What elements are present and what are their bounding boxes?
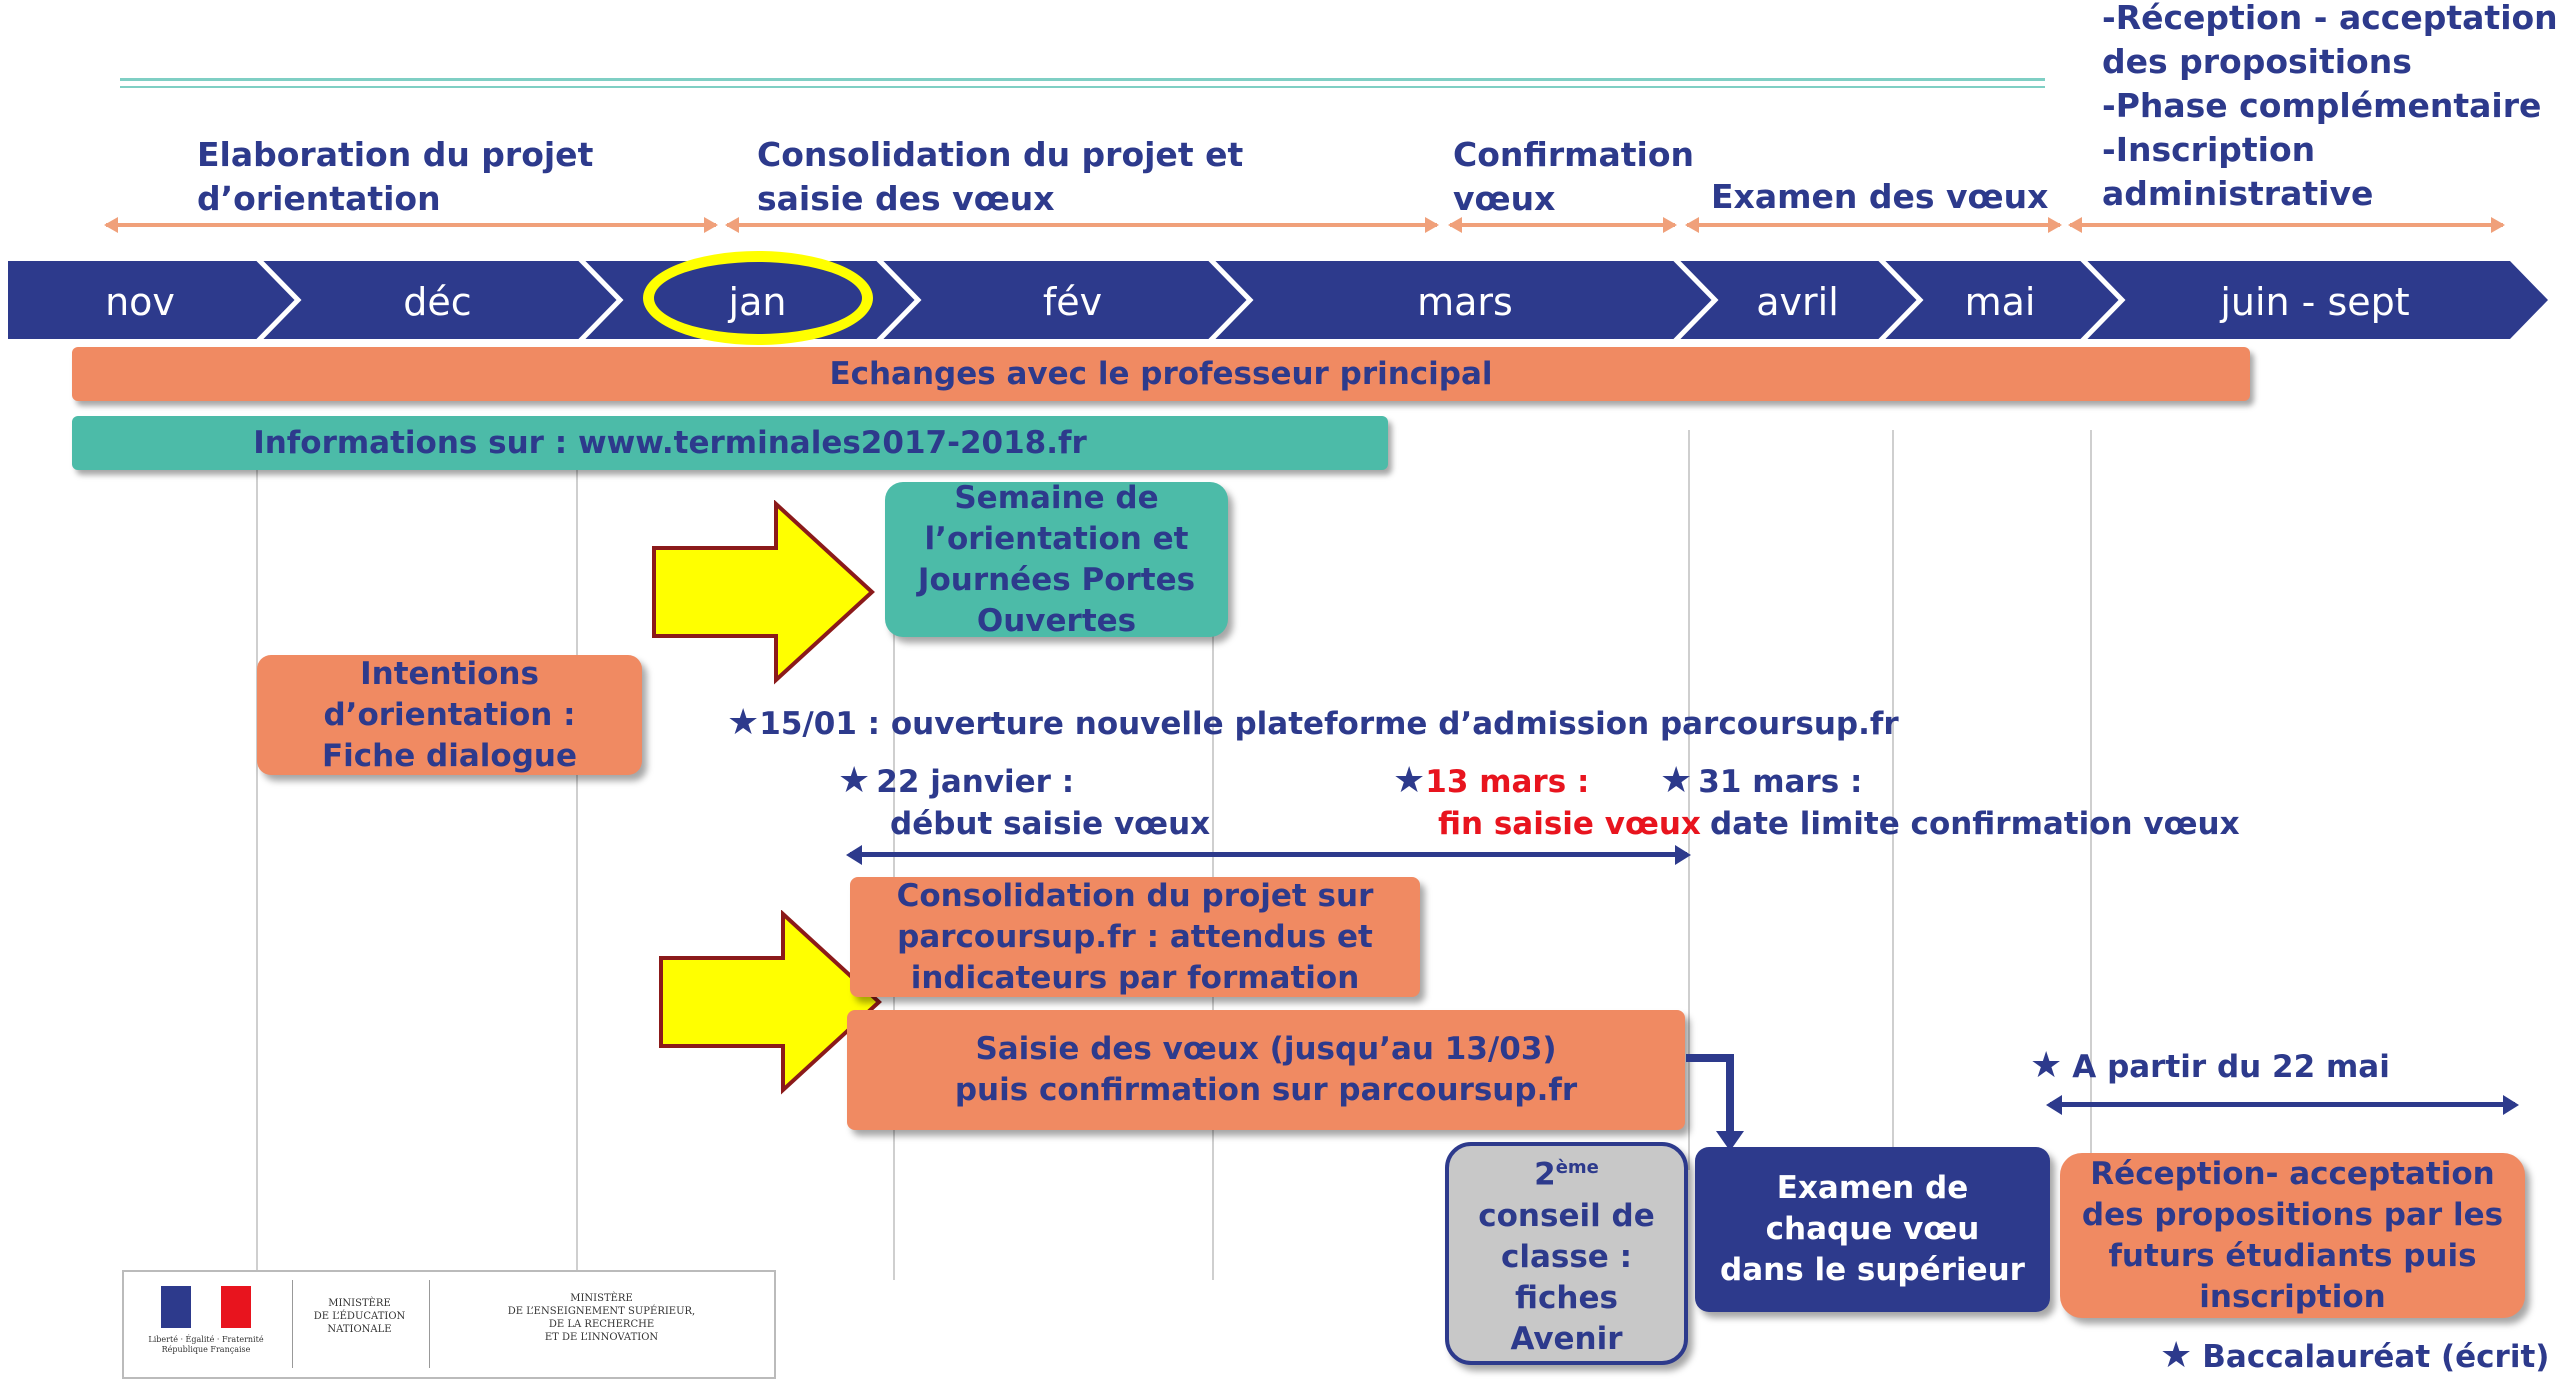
range-reception bbox=[2068, 217, 2505, 233]
guide-line bbox=[1688, 430, 1690, 1170]
timeline-background bbox=[8, 261, 2548, 339]
month-mai: mai bbox=[1964, 280, 2036, 324]
month-fev: fév bbox=[1042, 280, 1103, 324]
bar-echanges: Echanges avec le professeur principal bbox=[72, 347, 2250, 401]
star-icon: ★ bbox=[727, 702, 760, 743]
star-icon: ★ bbox=[838, 760, 871, 801]
yellow-arrow-icon bbox=[659, 910, 882, 1095]
annotation-31-mars: ★31 mars : date limite confirmation vœux bbox=[1660, 760, 2240, 842]
month-juin-sept: juin - sept bbox=[2220, 280, 2410, 324]
phase-examen: Examen des vœux bbox=[1711, 177, 2049, 216]
annotation-ouverture: ★15/01 : ouverture nouvelle plateforme d… bbox=[727, 702, 1899, 743]
range-confirmation bbox=[1448, 217, 1677, 233]
chevron-separator bbox=[1878, 257, 1924, 343]
annotation-22-mai: ★A partir du 22 mai bbox=[2030, 1045, 2390, 1086]
highlight-circle bbox=[643, 251, 873, 345]
chevron-separator bbox=[256, 257, 302, 343]
bar-informations: Informations sur : www.terminales2017-20… bbox=[72, 416, 1388, 470]
chevron-separator bbox=[2080, 257, 2126, 343]
yellow-arrow-icon bbox=[652, 500, 875, 685]
month-dec: déc bbox=[403, 280, 472, 324]
month-avril: avril bbox=[1756, 280, 1839, 324]
range-mai bbox=[2046, 1095, 2519, 1115]
flag-icon bbox=[161, 1286, 251, 1328]
top-line-2 bbox=[120, 86, 2045, 88]
range-examen bbox=[1685, 217, 2062, 233]
top-line bbox=[120, 78, 2045, 81]
annotation-22-janvier: ★22 janvier : début saisie vœux bbox=[838, 760, 1211, 842]
guide-line bbox=[1892, 430, 1894, 1170]
month-nov: nov bbox=[105, 280, 175, 324]
guide-line bbox=[2090, 430, 2092, 1170]
star-icon: ★ bbox=[1393, 760, 1426, 801]
star-icon: ★ bbox=[1660, 760, 1693, 801]
annotation-baccalaureat: ★Baccalauréat (écrit) bbox=[2160, 1335, 2550, 1376]
month-mars: mars bbox=[1417, 280, 1513, 324]
connector-arrow bbox=[1686, 1054, 1744, 1151]
logo-block: Liberté · Égalité · Fraternité Républiqu… bbox=[122, 1270, 776, 1379]
guide-line bbox=[256, 470, 258, 1280]
timeline-bar bbox=[8, 257, 2548, 343]
separator bbox=[292, 1280, 293, 1368]
republique-logo: Liberté · Égalité · Fraternité Républiqu… bbox=[136, 1280, 276, 1370]
range-elaboration bbox=[104, 217, 718, 233]
annotation-13-mars: ★13 mars : fin saisie vœux bbox=[1393, 760, 1701, 842]
guide-line bbox=[576, 470, 578, 1280]
box-saisie-voeux: Saisie des vœux (jusqu’au 13/03)puis con… bbox=[847, 1010, 1685, 1130]
chevron-separator bbox=[1673, 257, 1719, 343]
range-consolidation bbox=[725, 217, 1439, 233]
chevron-separator bbox=[876, 257, 922, 343]
star-icon: ★ bbox=[2030, 1045, 2063, 1086]
separator bbox=[429, 1280, 430, 1368]
chevron-separator bbox=[1208, 257, 1254, 343]
star-icon: ★ bbox=[2160, 1335, 2193, 1376]
range-saisie bbox=[846, 845, 1691, 865]
chevron-separator bbox=[578, 257, 624, 343]
